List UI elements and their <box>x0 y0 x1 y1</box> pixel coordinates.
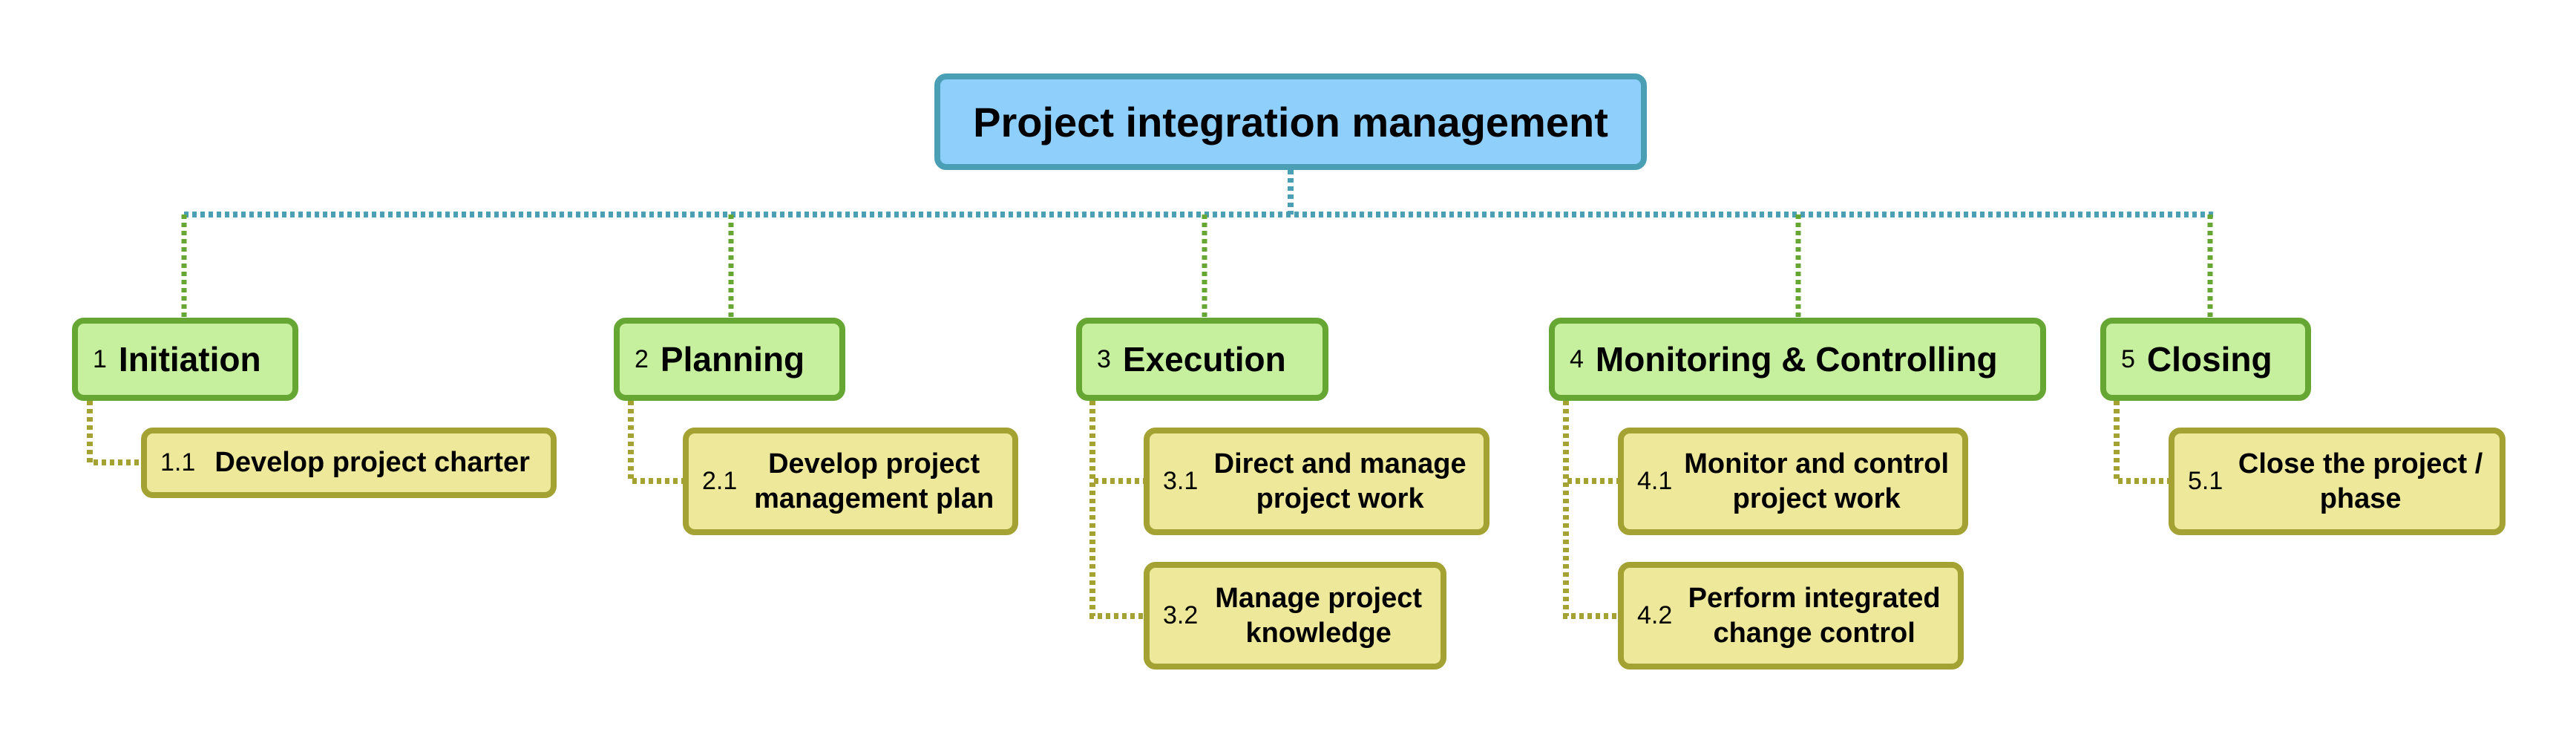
task-label: Perform integrated change control <box>1688 583 1941 649</box>
task-number: 3.2 <box>1163 601 1199 629</box>
phase-label: Monitoring & Controlling <box>1595 340 1998 379</box>
task-close-the-project-phase[interactable]: 5.1 Close the project / phase <box>2169 428 2505 535</box>
phase-planning[interactable]: 2 Planning <box>614 318 845 401</box>
phase-number: 3 <box>1097 344 1111 373</box>
phase-initiation[interactable]: 1 Initiation <box>72 318 298 401</box>
task-number: 4.2 <box>1637 601 1673 629</box>
task-2-1-connector <box>628 401 683 484</box>
phase-label: Closing <box>2146 340 2272 379</box>
phase-monitoring-controlling[interactable]: 4 Monitoring & Controlling <box>1549 318 2046 401</box>
task-number: 3.1 <box>1163 467 1199 495</box>
task-label: Close the project / phase <box>2238 448 2483 514</box>
task-4-2-connector <box>1563 401 1618 619</box>
root-node[interactable]: Project integration management <box>934 73 1647 170</box>
phase-label: Planning <box>660 340 805 379</box>
phase-number: 2 <box>635 344 649 373</box>
task-label: Develop project management plan <box>754 448 994 514</box>
root-label: Project integration management <box>973 98 1608 145</box>
task-direct-and-manage-project-work[interactable]: 3.1 Direct and manage project work <box>1144 428 1489 535</box>
task-4-1-connector <box>1563 401 1618 484</box>
task-3-2-connector <box>1089 401 1144 619</box>
task-label: Manage project knowledge <box>1215 583 1422 649</box>
phase-label: Execution <box>1122 340 1286 379</box>
phase-closing[interactable]: 5 Closing <box>2100 318 2311 401</box>
task-1-1-connector <box>87 401 141 465</box>
phase-label: Initiation <box>118 340 261 379</box>
task-3-1-connector <box>1089 401 1144 484</box>
task-manage-project-knowledge[interactable]: 3.2 Manage project knowledge <box>1144 562 1446 670</box>
phase-number: 4 <box>1570 344 1584 373</box>
task-develop-project-charter[interactable]: 1.1 Develop project charter <box>141 428 557 498</box>
task-label: Direct and manage project work <box>1213 448 1466 514</box>
phase-execution[interactable]: 3 Execution <box>1076 318 1328 401</box>
task-perform-integrated-change-control[interactable]: 4.2 Perform integrated change control <box>1618 562 1964 670</box>
task-5-1-connector <box>2114 401 2169 484</box>
phase-number: 5 <box>2121 344 2135 373</box>
task-monitor-and-control-project-work[interactable]: 4.1 Monitor and control project work <box>1618 428 1968 535</box>
task-label: Develop project charter <box>214 447 530 479</box>
task-label: Monitor and control project work <box>1684 448 1949 514</box>
task-develop-project-management-plan[interactable]: 2.1 Develop project management plan <box>683 428 1018 535</box>
task-number: 1.1 <box>160 448 196 477</box>
phase-number: 1 <box>93 344 107 373</box>
task-number: 2.1 <box>702 467 738 495</box>
task-number: 5.1 <box>2188 467 2223 495</box>
task-number: 4.1 <box>1637 467 1673 495</box>
